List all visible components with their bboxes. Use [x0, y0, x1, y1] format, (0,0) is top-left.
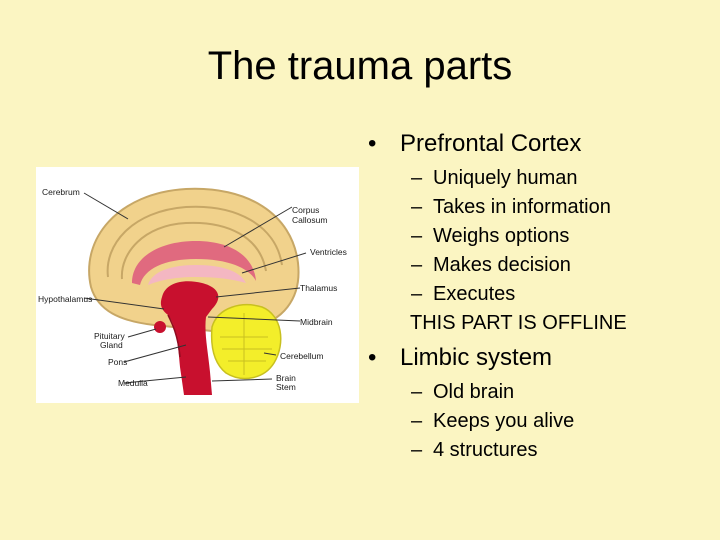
offline-note: THIS PART IS OFFLINE: [410, 312, 627, 334]
label-gland: Gland: [100, 340, 123, 350]
sub-item: – 4 structures: [368, 436, 718, 465]
sub-item: – Makes decision: [368, 251, 718, 280]
sub-item: – Weighs options: [368, 222, 718, 251]
bullet-limbic: • Limbic system: [368, 342, 718, 374]
sub-item: – Keeps you alive: [368, 407, 718, 436]
sub-item-text: Executes: [433, 283, 516, 305]
label-callosum: Callosum: [292, 215, 327, 225]
brain-diagram: Cerebrum Corpus Callosum Ventricles Hypo…: [36, 167, 359, 403]
dash-marker: –: [411, 439, 423, 461]
sub-item-text: Uniquely human: [433, 167, 578, 189]
sub-item-text: Keeps you alive: [433, 410, 575, 432]
corpus-callosum-shape: [132, 241, 256, 285]
cerebellum-shape: [210, 304, 282, 380]
bullet-heading: Limbic system: [400, 344, 553, 371]
label-hypothalamus: Hypothalamus: [38, 294, 92, 304]
cerebrum-shape: [88, 187, 300, 333]
label-midbrain: Midbrain: [300, 317, 333, 327]
label-corpus: Corpus: [292, 205, 319, 215]
label-brain: Brain: [276, 373, 296, 383]
dash-marker: –: [411, 410, 423, 432]
label-thalamus: Thalamus: [300, 283, 337, 293]
dash-marker: –: [411, 167, 423, 189]
brain-illustration: Cerebrum Corpus Callosum Ventricles Hypo…: [38, 187, 347, 395]
dash-marker: –: [411, 381, 423, 403]
dash-marker: –: [411, 196, 423, 218]
slide-title: The trauma parts: [207, 44, 513, 88]
sub-item-text: Weighs options: [433, 225, 570, 247]
sub-item: – Takes in information: [368, 193, 718, 222]
sub-item-text: Old brain: [433, 381, 515, 403]
dash-marker: –: [411, 225, 423, 247]
label-medulla: Medulla: [118, 378, 148, 388]
bullet-prefrontal: • Prefrontal Cortex: [368, 128, 718, 160]
bullet-marker: •: [368, 344, 377, 371]
sub-item: – Uniquely human: [368, 164, 718, 193]
bullet-heading: Prefrontal Cortex: [400, 130, 582, 157]
dash-marker: –: [411, 283, 423, 305]
bullet-list: • Prefrontal Cortex – Uniquely human – T…: [368, 128, 718, 465]
label-pons: Pons: [108, 357, 127, 367]
sub-item-text: Makes decision: [433, 254, 571, 276]
label-stem: Stem: [276, 382, 296, 392]
label-cerebellum: Cerebellum: [280, 351, 323, 361]
sub-item-text: 4 structures: [433, 439, 538, 461]
sub-item-text: Takes in information: [433, 196, 611, 218]
sub-item: – Executes: [368, 280, 718, 309]
bullet-marker: •: [368, 130, 377, 157]
label-cerebrum: Cerebrum: [42, 187, 80, 197]
dash-marker: –: [411, 254, 423, 276]
label-pituitary: Pituitary: [94, 331, 125, 341]
label-ventricles: Ventricles: [310, 247, 347, 257]
brain-stem-shape: [160, 281, 219, 395]
sub-item: – Old brain: [368, 378, 718, 407]
